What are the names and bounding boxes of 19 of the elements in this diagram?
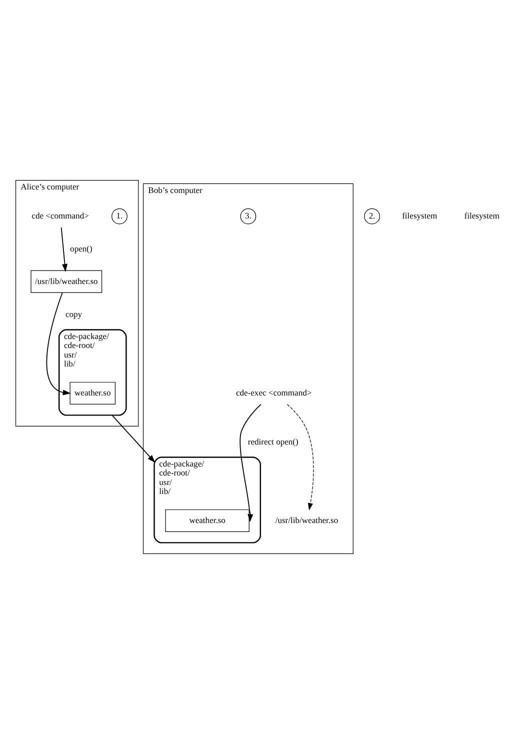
node-text: cde <command> <box>32 210 89 220</box>
node-box: weather.so <box>70 381 116 404</box>
arrow <box>46 292 71 395</box>
node-box: weather.so <box>165 508 250 532</box>
node-circle: 2. <box>364 208 380 224</box>
arrow <box>240 403 262 522</box>
label: filesystem <box>464 210 500 220</box>
node-box: /usr/lib/weather.so <box>30 270 102 292</box>
edge-label: open() <box>70 243 92 254</box>
edge-label: copy <box>65 308 82 318</box>
node-circle: 1. <box>112 208 128 224</box>
arrow <box>60 226 68 272</box>
node-circle: 3. <box>240 208 256 224</box>
arrow <box>286 404 314 510</box>
node-text: cde-exec <command> <box>236 386 312 397</box>
label: filesystem <box>402 210 438 220</box>
node-text: /usr/lib/weather.so <box>275 514 338 524</box>
arrow <box>112 414 156 462</box>
edge-label: redirect open() <box>248 436 298 446</box>
